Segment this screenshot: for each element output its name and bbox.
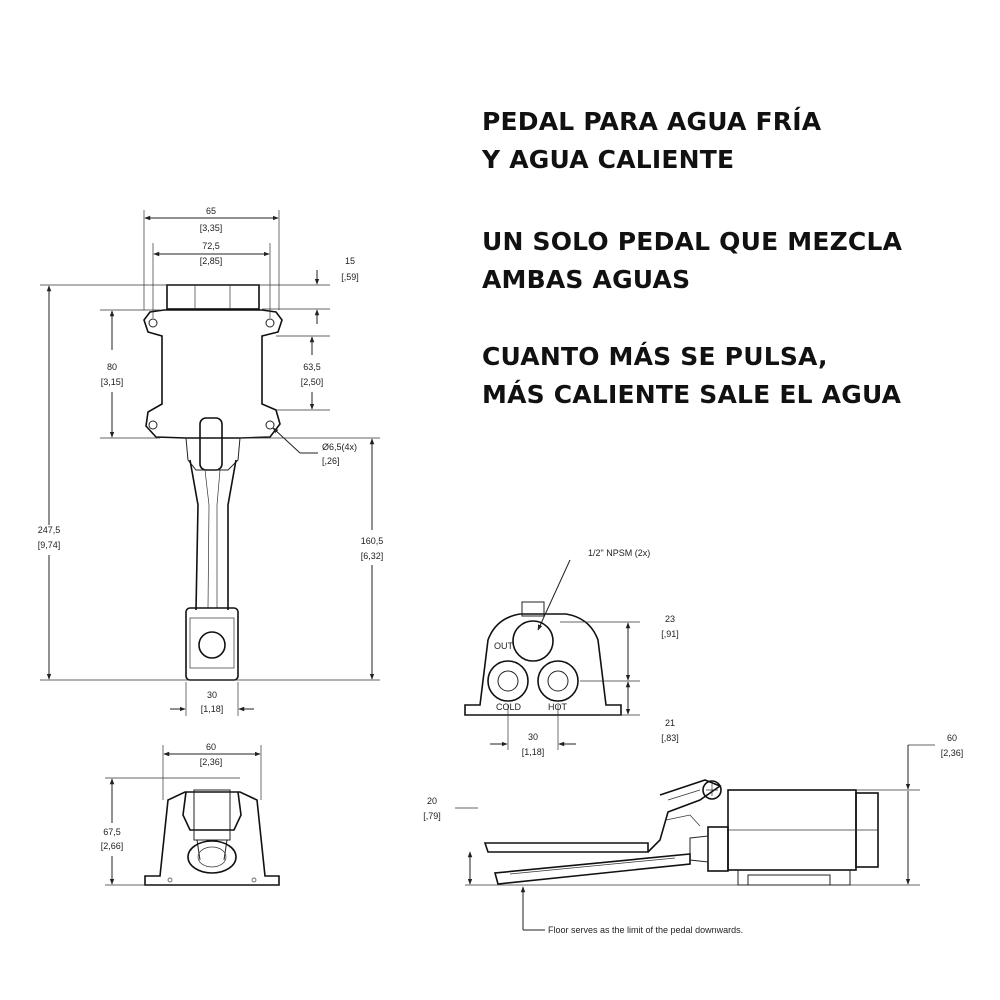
port-cold: [487, 660, 529, 702]
dim-label: [1,18]: [522, 747, 545, 757]
dim-label: 72,5: [202, 241, 220, 251]
pedal-arm-side: [647, 779, 722, 853]
thread-label: 1/2" NPSM (2x): [588, 548, 650, 558]
heading-cold-hot: PEDAL PARA AGUA FRÍA Y AGUA CALIENTE: [482, 103, 821, 179]
port-label: COLD: [496, 702, 522, 712]
dim-label: [,79]: [423, 811, 441, 821]
dim-label: 160,5: [361, 536, 384, 546]
pedal-upper: [483, 842, 649, 853]
dim-label: 20: [427, 796, 437, 806]
heading-press-harder: CUANTO MÁS SE PULSA, MÁS CALIENTE SALE E…: [482, 338, 901, 414]
dim-label: 247,5: [38, 525, 61, 535]
heading-single-pedal: UN SOLO PEDAL QUE MEZCLA AMBAS AGUAS: [482, 223, 902, 299]
port-view: OUT COLD HOT 1/2" NPSM (2x) 23 [,91] 21 …: [464, 548, 679, 757]
dim-label: [,83]: [661, 733, 679, 743]
pedal-arm: [189, 459, 237, 611]
dim-label: [3,15]: [101, 377, 124, 387]
heading-line: MÁS CALIENTE SALE EL AGUA: [482, 380, 902, 409]
dim-label: 60: [947, 733, 957, 743]
dim-label: Ø6,5(4x): [322, 442, 357, 452]
front-view: 60 [2,36] 67,5 [2,66]: [101, 742, 280, 886]
port-label: OUT: [494, 641, 514, 651]
mount-hole: [148, 420, 158, 430]
dim-label: [,26]: [322, 456, 340, 466]
mount-hole: [265, 420, 275, 430]
port-body: [464, 613, 622, 716]
dim-label: 23: [665, 614, 675, 624]
dim-label: 80: [107, 362, 117, 372]
side-view: 20 [,79] 60 [2,36] Floor serves as the l…: [423, 733, 963, 935]
heading-line: PEDAL PARA AGUA FRÍA: [482, 107, 822, 136]
dim-label: 67,5: [103, 827, 121, 837]
dim-label: 30: [528, 732, 538, 742]
heading-line: Y AGUA CALIENTE: [482, 145, 735, 174]
dim-label: 30: [207, 690, 217, 700]
base-plate: [143, 309, 283, 439]
heading-line: CUANTO MÁS SE PULSA,: [482, 342, 828, 371]
pedal-lower: [493, 853, 691, 885]
dim-label: [2,50]: [301, 377, 324, 387]
dim-label: [6,32]: [361, 551, 384, 561]
port-hot: [537, 660, 579, 702]
hinge-side: [702, 780, 722, 800]
dim-label: 15: [345, 256, 355, 266]
front-base: [144, 791, 280, 886]
dim-label: 65: [206, 206, 216, 216]
pedal-front: [187, 840, 237, 874]
dim-label: [3,35]: [200, 223, 223, 233]
heading-line: UN SOLO PEDAL QUE MEZCLA: [482, 227, 903, 256]
pedal-pad: [185, 607, 239, 681]
valve-body-top: [166, 284, 260, 310]
dim-label: [,59]: [341, 272, 359, 282]
dim-label: [,91]: [661, 629, 679, 639]
mount-hole: [265, 318, 275, 328]
dim-label: [1,18]: [201, 704, 224, 714]
port-out: [512, 620, 554, 662]
heading-line: AMBAS AGUAS: [482, 265, 691, 294]
dim-label: 21: [665, 718, 675, 728]
dim-label: 63,5: [303, 362, 321, 372]
dim-label: [2,36]: [941, 748, 964, 758]
dim-label: [2,66]: [101, 841, 124, 851]
dim-label: [9,74]: [38, 540, 61, 550]
floor-note: Floor serves as the limit of the pedal d…: [548, 925, 743, 935]
top-view: 65 [3,35] 72,5 [2,85] 15 [,59] 80 [3,15]…: [38, 206, 384, 716]
dim-label: 60: [206, 742, 216, 752]
dim-label: [2,36]: [200, 757, 223, 767]
dim-label: [2,85]: [200, 256, 223, 266]
hinge: [199, 417, 223, 471]
mount-hole: [148, 318, 158, 328]
